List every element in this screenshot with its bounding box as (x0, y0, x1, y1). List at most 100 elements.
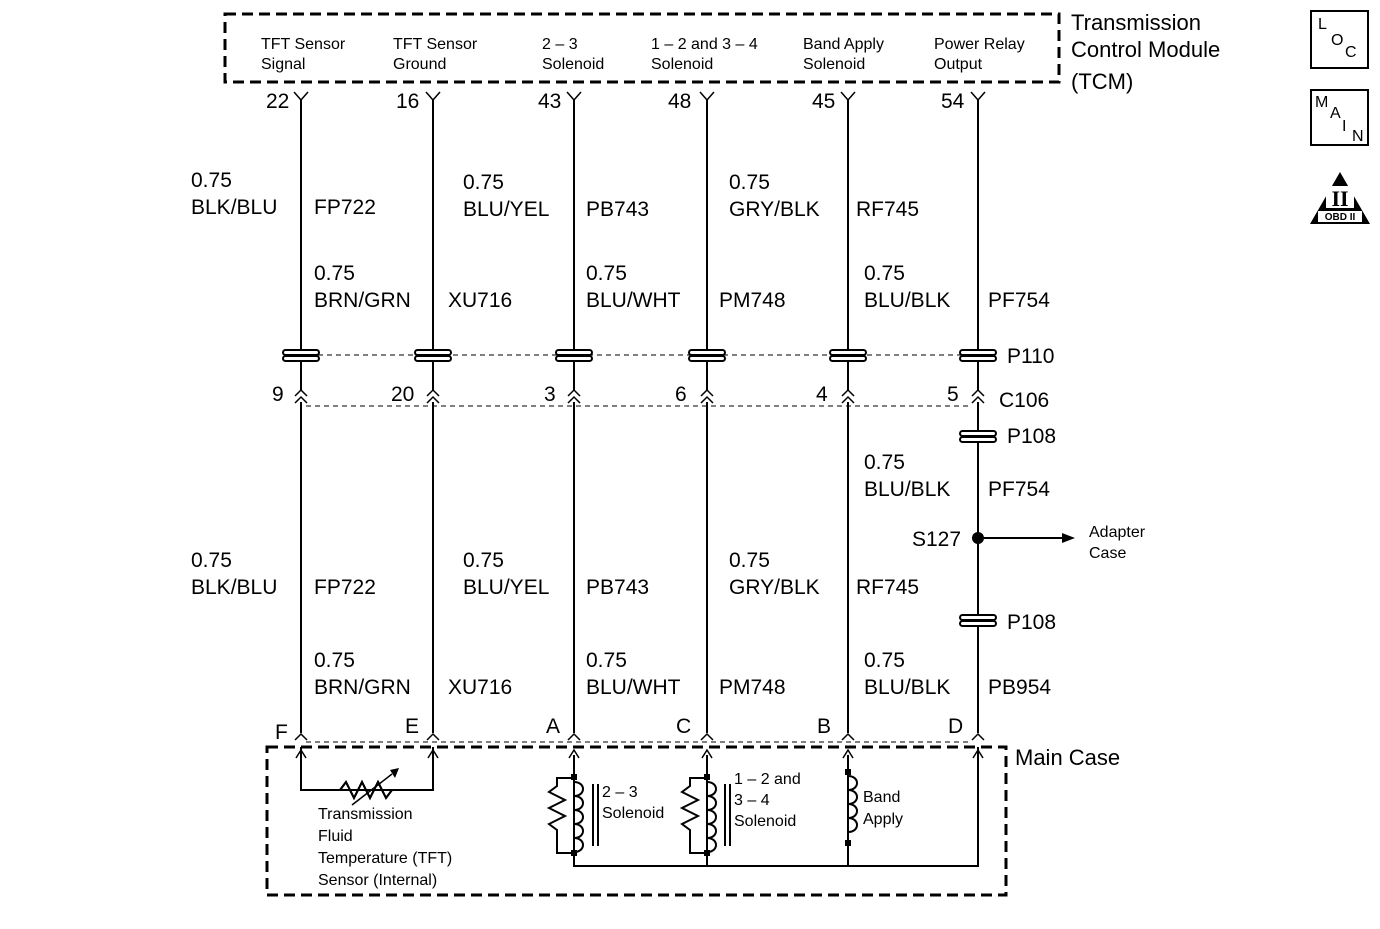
tcm-function-tft-ground: TFT Sensor (393, 36, 478, 53)
obd-ii-icon: II OBD II (1310, 172, 1370, 224)
wires (300, 100, 979, 733)
p110-grommet (282, 349, 320, 362)
svg-text:Apply: Apply (863, 811, 903, 828)
svg-text:2 – 3: 2 – 3 (602, 784, 638, 801)
wire-color: BRN/GRN (314, 676, 411, 699)
splice-s127-label: S127 (912, 528, 961, 551)
p108-upper-label: P108 (1007, 425, 1056, 448)
tcm-title: Transmission Control Module (TCM) (1071, 10, 1220, 94)
tcm-terminal-48 (699, 91, 715, 102)
c106-terminals (294, 388, 985, 404)
wire-gauge: 0.75 (729, 171, 770, 194)
wire-gauge: 0.75 (191, 549, 232, 572)
tcm-pin-16: 16 (396, 90, 419, 113)
p110-grommets (282, 349, 997, 362)
main-case-pin-f: F (275, 721, 288, 744)
tcm-function-23-solenoid: 2 – 3 (542, 36, 578, 53)
svg-text:1 – 2 and: 1 – 2 and (734, 771, 801, 788)
wire-circuit: PM748 (719, 289, 786, 312)
p108-lower-label: P108 (1007, 611, 1056, 634)
wire-circuit: FP722 (314, 576, 376, 599)
svg-text:O: O (1331, 32, 1343, 49)
svg-text:Case: Case (1089, 545, 1126, 562)
band-apply-label: Band Apply (863, 789, 903, 828)
svg-text:(TCM): (TCM) (1071, 69, 1133, 94)
wire-circuit: FP722 (314, 196, 376, 219)
wire-circuit: RF745 (856, 576, 919, 599)
tcm-function-tft-signal: TFT Sensor (261, 36, 346, 53)
upper-wire-labels: 0.75 BLK/BLU FP722 0.75 BRN/GRN XU716 0.… (191, 169, 1050, 312)
arrow-right-icon (1062, 533, 1075, 543)
svg-text:Temperature (TFT): Temperature (TFT) (318, 850, 452, 867)
band-apply-solenoid-icon (845, 769, 858, 846)
svg-text:Solenoid: Solenoid (602, 805, 664, 822)
power-mid-wire-label: 0.75 BLU/BLK PF754 (864, 451, 1050, 501)
svg-text:Transmission: Transmission (1071, 10, 1201, 35)
wire-gauge: 0.75 (586, 649, 627, 672)
wire-color: GRY/BLK (729, 576, 820, 599)
tcm-terminal-43 (566, 91, 582, 102)
svg-text:Transmission: Transmission (318, 806, 413, 823)
main-case-pin-c: C (676, 715, 691, 738)
wire-color: BLU/BLK (864, 676, 950, 699)
main-case-pin-e: E (405, 715, 419, 738)
c106-pin-4: 4 (816, 383, 828, 406)
c106-label: C106 (999, 389, 1049, 412)
svg-text:Solenoid: Solenoid (734, 813, 796, 830)
tcm-function-1234-solenoid: 1 – 2 and 3 – 4 (651, 36, 758, 53)
c106-pin-5: 5 (947, 383, 959, 406)
wire-color: BLK/BLU (191, 576, 277, 599)
wire-circuit: PM748 (719, 676, 786, 699)
wire-color: BLK/BLU (191, 196, 277, 219)
tcm-function-labels: TFT Sensor Signal TFT Sensor Ground 2 – … (261, 36, 1025, 73)
svg-text:Band: Band (863, 789, 900, 806)
adapter-case-label: Adapter (1089, 524, 1146, 541)
c106-pin-6: 6 (675, 383, 687, 406)
p110-grommet (688, 349, 726, 362)
wire-color: BRN/GRN (314, 289, 411, 312)
wire-gauge: 0.75 (864, 451, 905, 474)
main-badge[interactable]: M A I N (1310, 89, 1369, 146)
p110-label: P110 (1007, 345, 1055, 368)
tcm-terminals (293, 91, 986, 102)
wire-color: BLU/YEL (463, 576, 549, 599)
tcm-pin-45: 45 (812, 90, 835, 113)
svg-text:Ground: Ground (393, 56, 446, 73)
p110-grommet (414, 349, 452, 362)
p110-grommet (555, 349, 593, 362)
wire-gauge: 0.75 (729, 549, 770, 572)
thermistor-icon (339, 768, 399, 806)
wire-circuit: XU716 (448, 676, 512, 699)
p110-grommet (829, 349, 867, 362)
svg-text:Control Module: Control Module (1071, 37, 1220, 62)
wire-gauge: 0.75 (463, 549, 504, 572)
tcm-function-band-apply: Band Apply (803, 36, 884, 53)
wire-gauge: 0.75 (314, 262, 355, 285)
c106-pin-9: 9 (272, 383, 284, 406)
main-case-pin-a: A (546, 715, 560, 738)
wire-gauge: 0.75 (864, 262, 905, 285)
main-case-terminals (294, 732, 985, 741)
svg-text:OBD II: OBD II (1325, 212, 1356, 223)
wire-circuit: PF754 (988, 289, 1050, 312)
solenoid-23-icon (546, 774, 599, 856)
wire-color: BLU/BLK (864, 478, 950, 501)
svg-text:Sensor (Internal): Sensor (Internal) (318, 872, 437, 889)
wire-gauge: 0.75 (463, 171, 504, 194)
main-case-label: Main Case (1015, 745, 1120, 770)
svg-text:M: M (1315, 94, 1328, 111)
svg-text:Solenoid: Solenoid (651, 56, 713, 73)
wire-circuit: PB743 (586, 576, 649, 599)
svg-text:N: N (1352, 128, 1364, 145)
tcm-terminal-45 (840, 91, 856, 102)
solenoid-1234-label: 1 – 2 and 3 – 4 Solenoid (734, 771, 801, 830)
p110-grommet (959, 349, 997, 362)
wire-circuit: RF745 (856, 198, 919, 221)
loc-badge[interactable]: L O C (1310, 10, 1369, 69)
wire-color: BLU/BLK (864, 289, 950, 312)
svg-text:I: I (1342, 118, 1346, 135)
solenoid-23-label: 2 – 3 Solenoid (602, 784, 664, 822)
p108-upper-grommet (959, 430, 997, 443)
lower-wire-labels: 0.75 BLK/BLU FP722 0.75 BRN/GRN XU716 0.… (191, 549, 1051, 699)
